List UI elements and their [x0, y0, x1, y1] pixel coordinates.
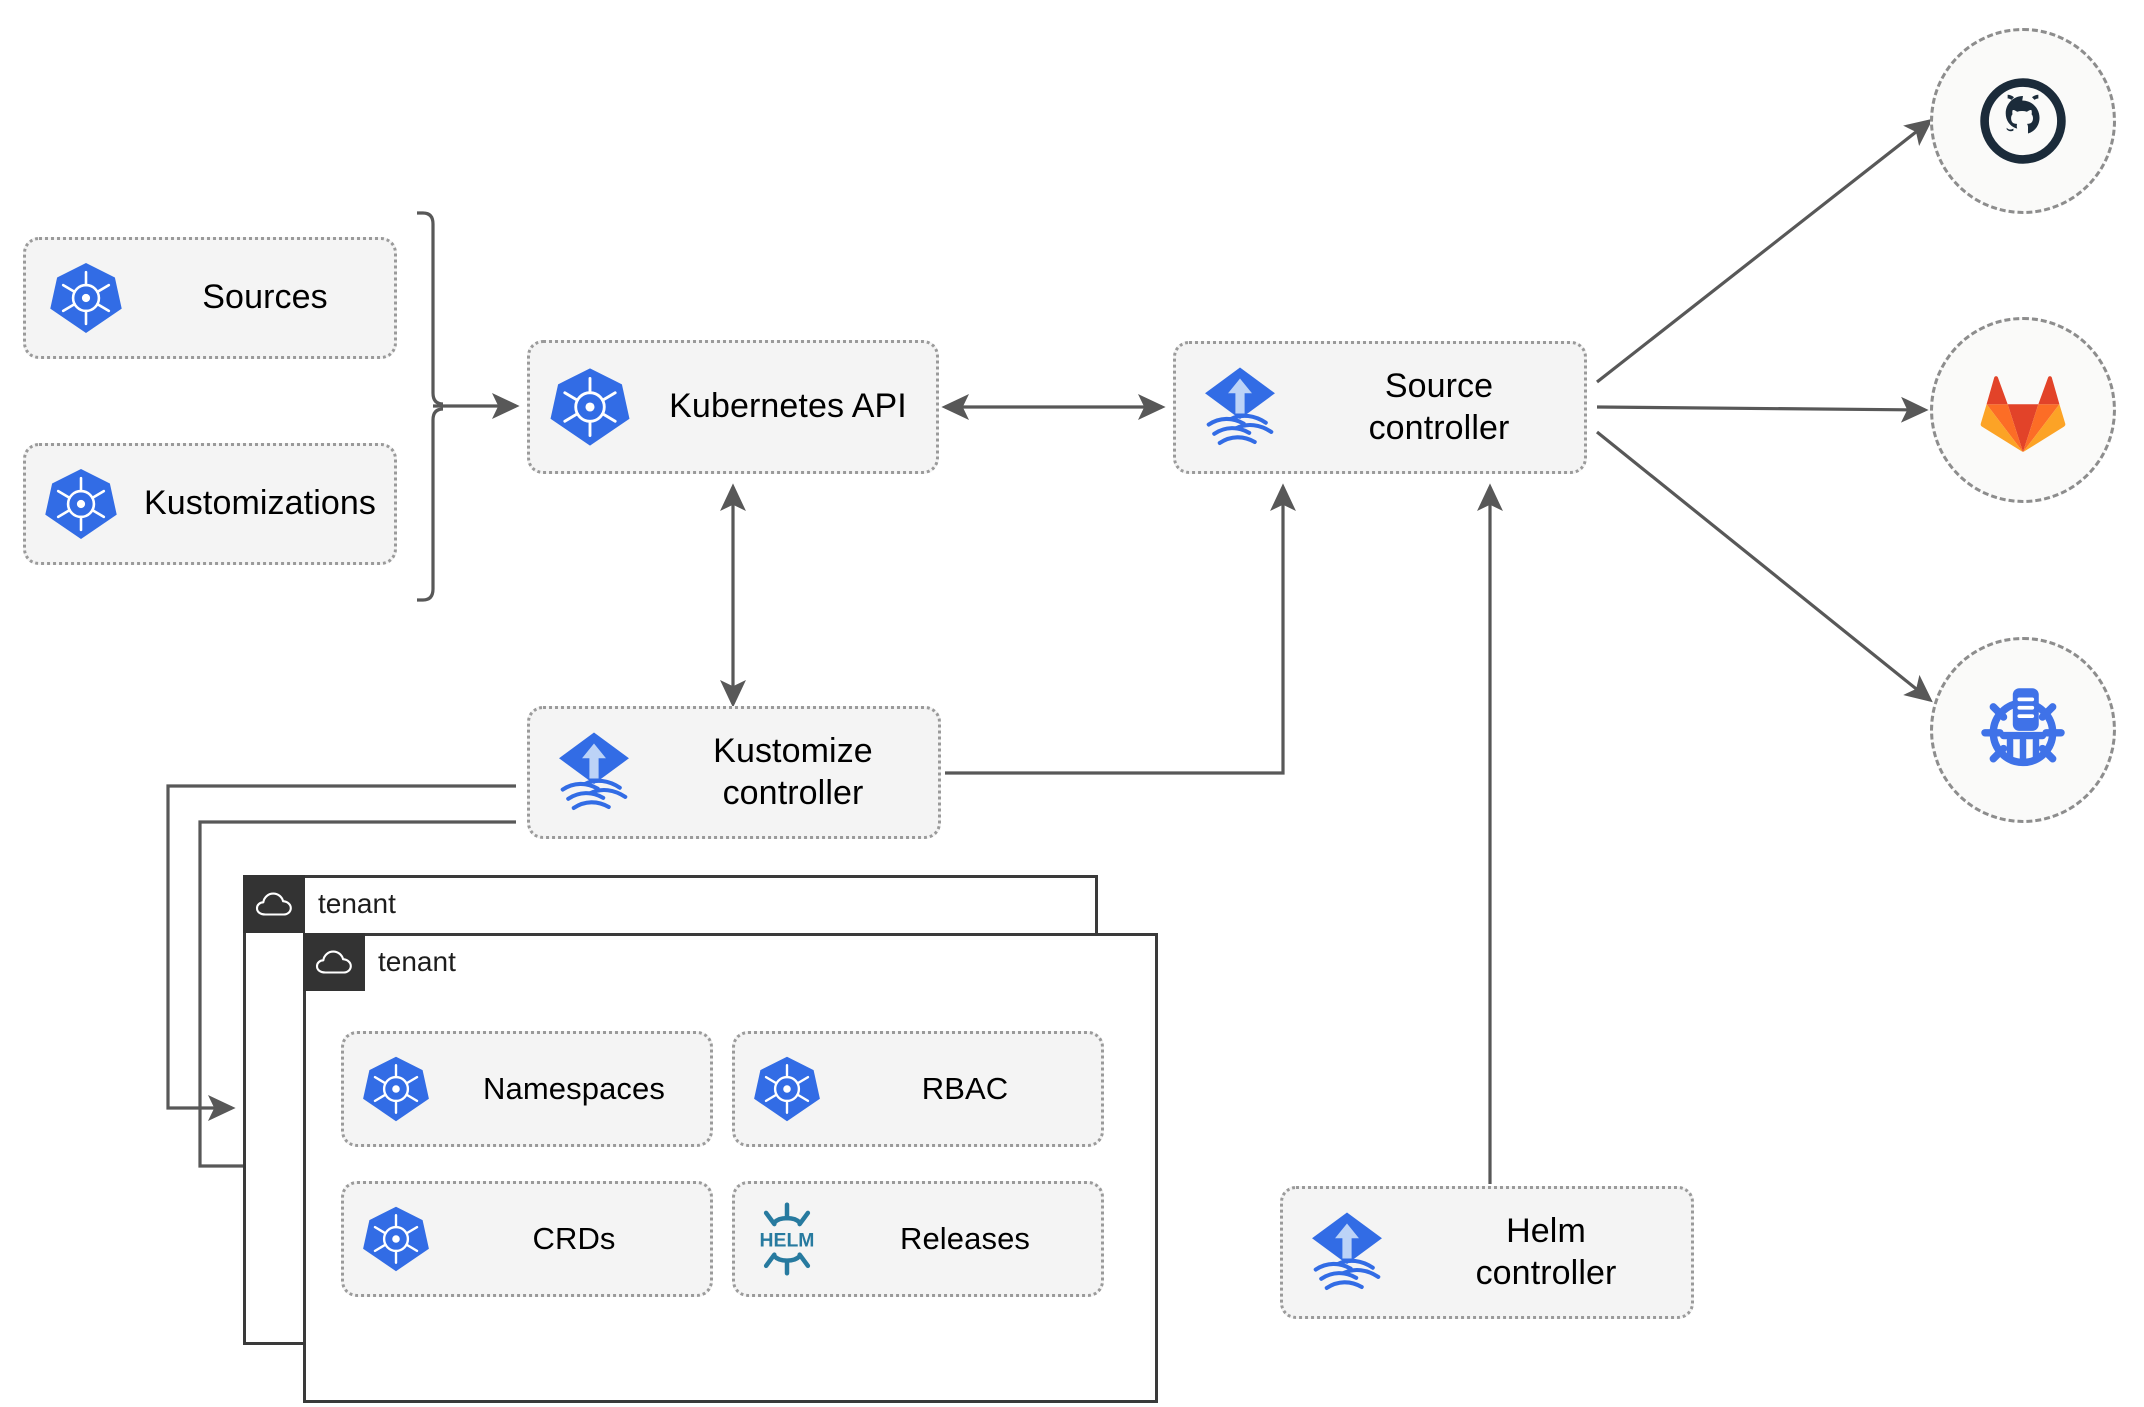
tenant-resource-label-releases: Releases [899, 1221, 1031, 1257]
provider-circle-gitlab[interactable] [1930, 317, 2116, 503]
edge-bracket-top [417, 211, 444, 406]
tenant-resource-label-namespaces: Namespaces [483, 1071, 665, 1107]
controller-box-kubernetes-api[interactable]: Kubernetes API [527, 340, 939, 474]
edge-kustomize-to-source [945, 483, 1296, 775]
edge-source-to-gitlab [1596, 396, 1929, 423]
tenant-label-front: tenant [378, 946, 456, 977]
tenant-container-front: tenant [303, 933, 1158, 1403]
provider-circle-github[interactable] [1930, 28, 2116, 214]
kubernetes-icon [530, 365, 650, 449]
kubernetes-icon [344, 1204, 448, 1274]
tenant-resource-rbac[interactable]: RBAC [732, 1031, 1104, 1147]
helm-repository-icon [1981, 688, 2065, 767]
flux-icon [1176, 362, 1304, 454]
controller-label-kubernetes-api: Kubernetes API [669, 387, 907, 426]
helm-icon: HELM [735, 1200, 839, 1278]
controller-label-kustomize-controller: Kustomize controller [713, 732, 873, 812]
kubernetes-icon [26, 466, 136, 542]
resource-box-kustomizations[interactable]: Kustomizations [23, 443, 397, 565]
tenant-resource-label-crds: CRDs [532, 1221, 616, 1257]
controller-box-source-controller[interactable]: Source controller [1173, 341, 1587, 474]
tenant-resource-namespaces[interactable]: Namespaces [341, 1031, 713, 1147]
controller-label-source-controller: Source controller [1368, 367, 1510, 447]
tenant-resource-releases[interactable]: HELM Releases [732, 1181, 1104, 1297]
provider-circle-helm-repository[interactable] [1930, 637, 2116, 823]
flux-icon [1283, 1207, 1411, 1299]
cloud-icon [243, 875, 305, 933]
kubernetes-icon [26, 260, 146, 336]
controller-box-helm-controller[interactable]: Helm controller [1280, 1186, 1694, 1319]
kubernetes-icon [344, 1054, 448, 1124]
tenant-label-back: tenant [318, 888, 396, 919]
gitlab-icon [1980, 376, 2066, 453]
controller-label-helm-controller: Helm controller [1475, 1212, 1617, 1292]
flux-icon [530, 727, 658, 819]
edge-bracket-bottom [417, 407, 444, 602]
edge-source-to-github [1596, 118, 1933, 384]
resource-label-kustomizations: Kustomizations [144, 484, 376, 523]
resource-label-sources: Sources [202, 278, 328, 317]
github-icon [1980, 78, 2066, 164]
controller-box-kustomize-controller[interactable]: Kustomize controller [527, 706, 941, 839]
kubernetes-icon [735, 1054, 839, 1124]
resource-box-sources[interactable]: Sources [23, 237, 397, 359]
tenant-resource-label-rbac: RBAC [921, 1071, 1009, 1107]
svg-text:HELM: HELM [760, 1229, 815, 1251]
tenant-resource-crds[interactable]: CRDs [341, 1181, 713, 1297]
edge-source-to-helmrepo [1595, 430, 1933, 703]
cloud-icon [303, 933, 365, 991]
